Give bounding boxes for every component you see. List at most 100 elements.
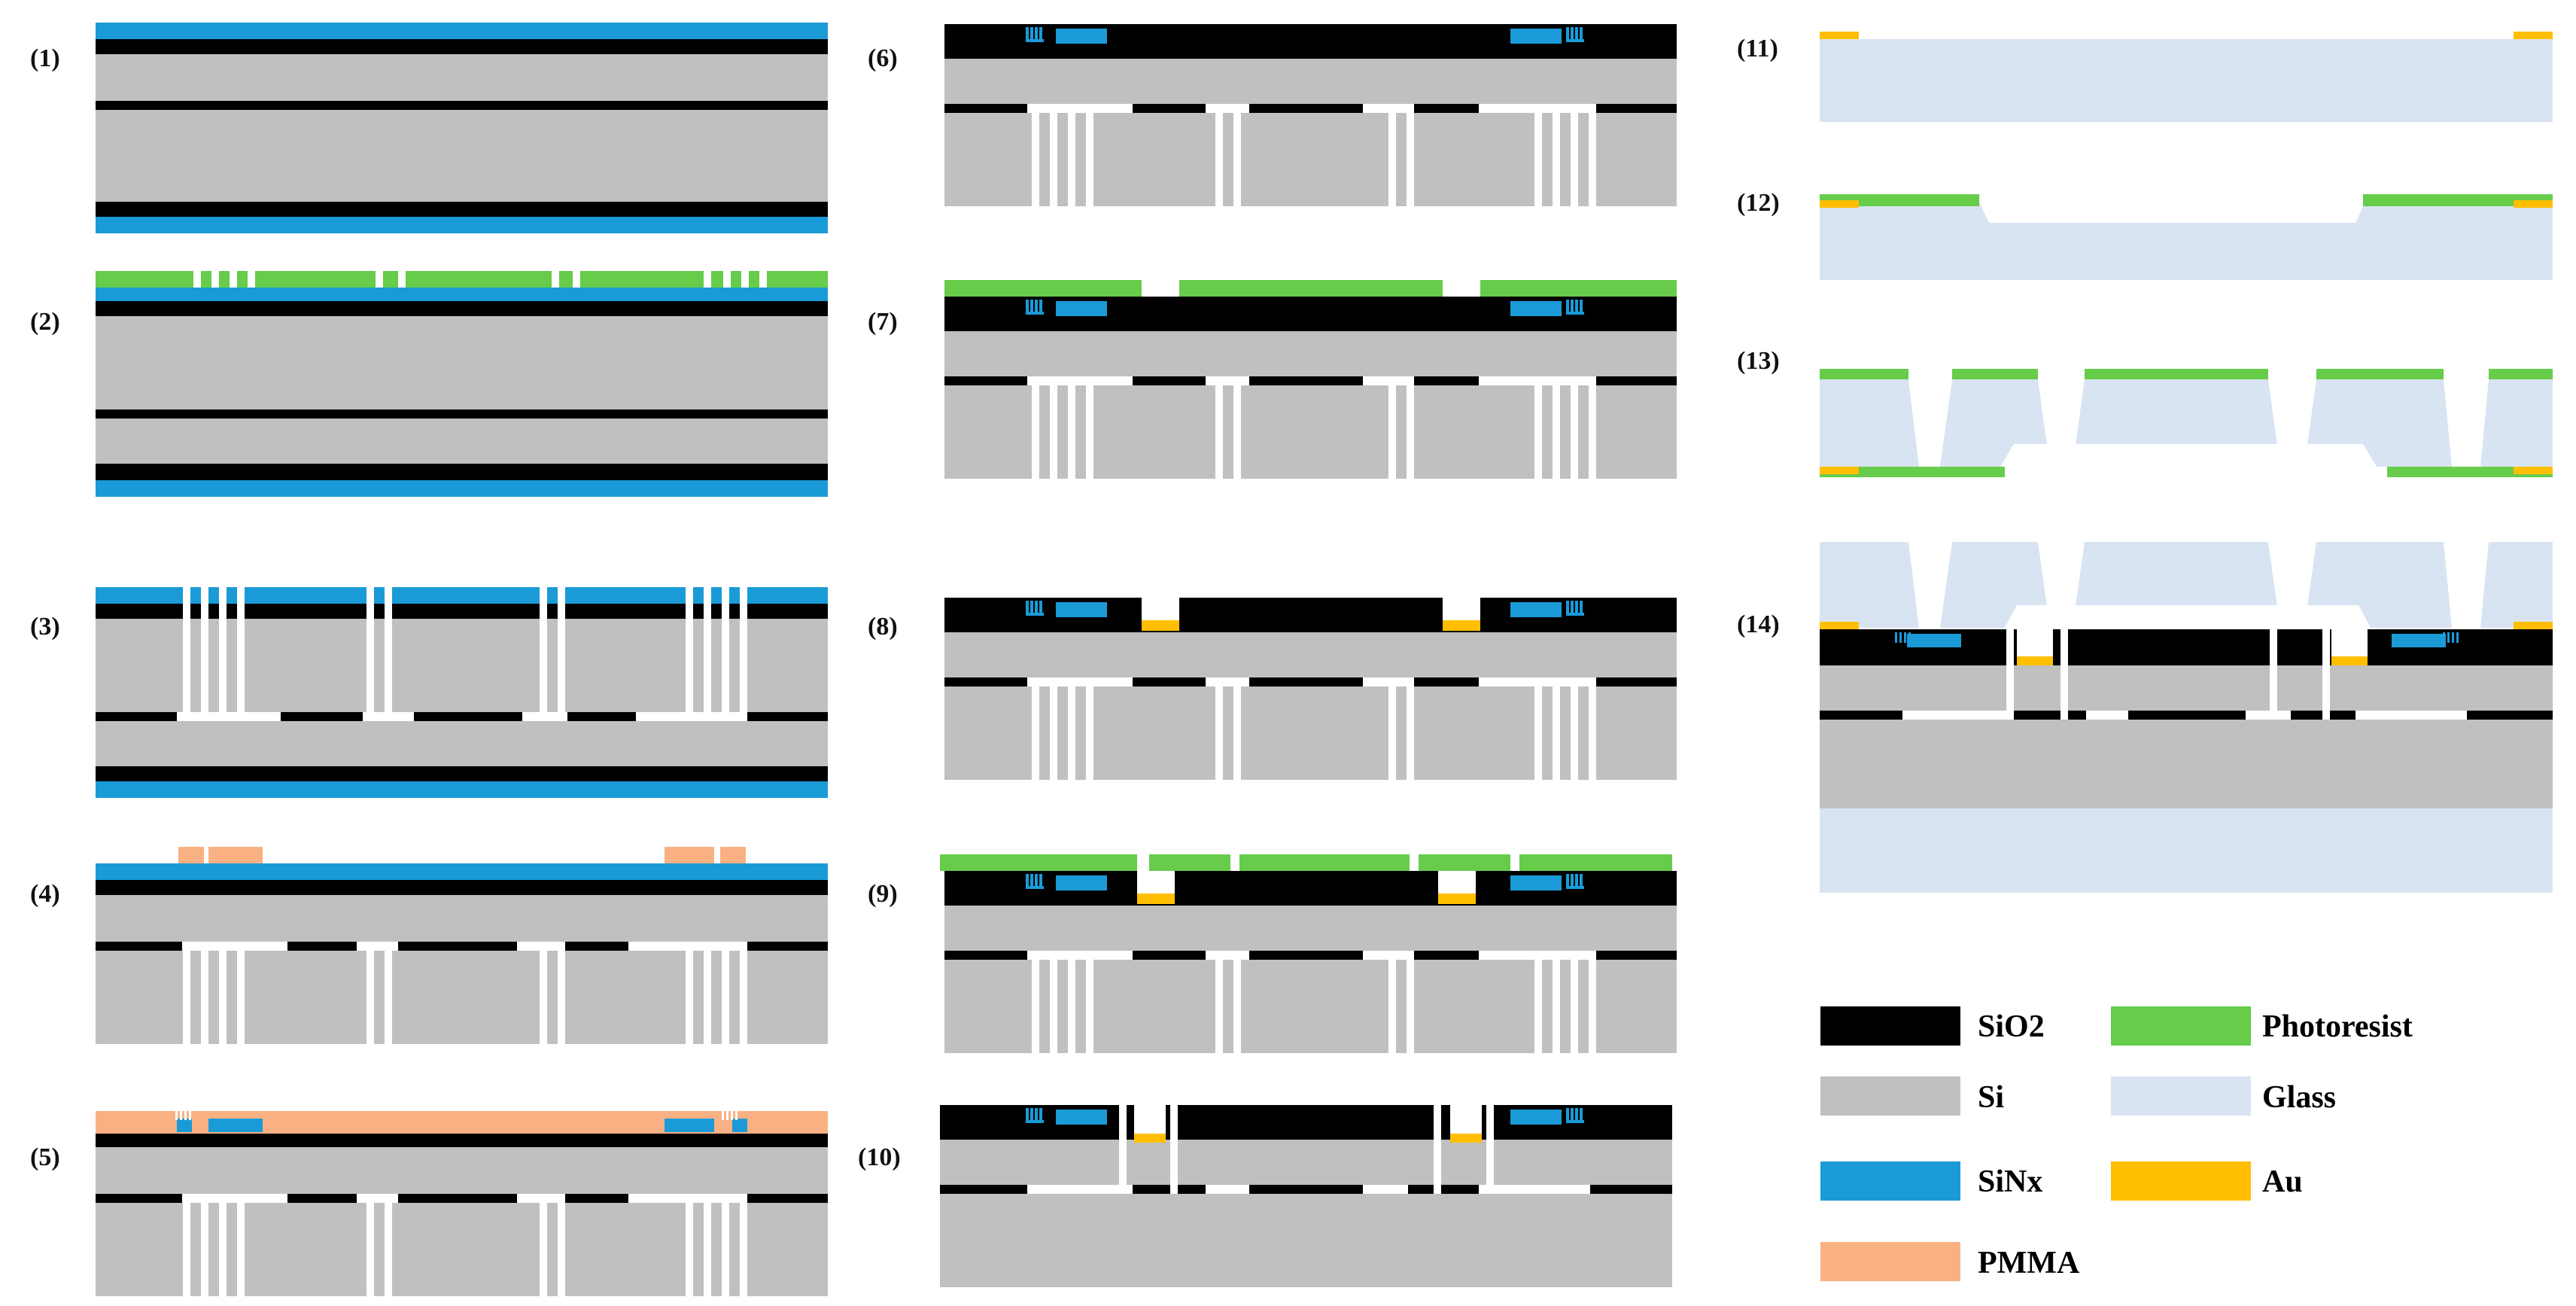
comb-finger [1035,27,1038,39]
sinx-device [1056,29,1107,44]
trench [1388,951,1396,1053]
trench [1571,677,1578,780]
photoresist-layer [96,271,828,288]
release-gap [2270,629,2277,720]
cavity [517,942,558,951]
au-pad [2514,467,2553,474]
comb-finger [1026,1108,1029,1120]
trench [201,1194,208,1296]
si-layer [944,632,1677,677]
sinx-device [1510,1110,1562,1125]
step-label-13: (13) [1737,347,1780,375]
photoresist-layer [940,854,1137,871]
comb-finger [175,1108,178,1120]
sinx-feature [177,1119,192,1132]
si-layer [96,1147,828,1194]
comb-finger [1039,300,1042,312]
comb-base [1026,39,1044,42]
cavity [177,712,281,721]
au-pad [2514,32,2553,39]
resist-opening [759,271,767,288]
comb-finger [1895,632,1897,643]
trench [183,942,190,1044]
comb-finger [1580,1108,1583,1120]
trench [385,1194,392,1296]
trench [1233,376,1241,479]
comb-finger [1575,1108,1578,1120]
sinx-device [1510,602,1562,617]
sinx-feature [665,1119,714,1132]
au-pad [2331,656,2368,665]
au-pad [1443,620,1480,631]
photoresist-layer [2316,369,2444,379]
comb-finger [180,1108,182,1120]
pmma-pad [178,847,204,863]
trench [385,587,392,721]
opening [2331,629,2368,656]
si-layer [944,59,1677,104]
trench [1032,677,1039,780]
sio2-layer [96,409,828,419]
trench [1571,104,1578,206]
cavity [1027,104,1133,113]
trench [722,587,729,721]
step-label-1: (1) [30,44,60,72]
au-pad [1820,622,1859,629]
recess [2000,444,2377,467]
trench [219,1194,227,1296]
comb-finger [1035,1108,1038,1120]
trench [540,1194,547,1296]
legend-label-sio2: SiO2 [1978,1009,2045,1044]
trench [1068,104,1075,206]
legend-swatch-sinx [1820,1161,1960,1201]
trench [201,587,208,721]
trench [1233,951,1241,1053]
trench [1068,376,1075,479]
trench [1215,376,1223,479]
trench [740,1194,747,1296]
opening [1142,598,1179,620]
comb-finger [1575,27,1578,39]
si-layer [1820,720,2553,808]
photoresist-layer [1820,467,2005,477]
comb-finger [1575,300,1578,312]
comb-finger [1030,601,1033,613]
trench [540,587,547,721]
cavity [2356,711,2467,720]
au-pad [1450,1134,1482,1143]
comb-finger [2443,632,2445,643]
legend-swatch-photoresist [2111,1006,2251,1046]
si-layer [96,895,828,942]
sinx-device [1056,602,1107,617]
photoresist-layer [1149,854,1230,871]
comb-finger [1575,874,1578,886]
au-pad [1820,467,1859,474]
trench [237,1194,245,1296]
comb-finger [1571,601,1574,613]
step-label-9: (9) [868,880,898,908]
trench [1589,376,1596,479]
legend-swatch-sio2 [1820,1006,1960,1046]
sinx-device [1056,301,1107,316]
cavity [628,1194,740,1203]
trench [1032,376,1039,479]
comb-finger [1035,300,1038,312]
comb-finger [1571,1108,1574,1120]
trench [1553,677,1560,780]
trench [1407,951,1414,1053]
comb-finger [1030,300,1033,312]
trench [1589,951,1596,1053]
cavity [1363,376,1408,385]
comb-finger [1899,632,1902,643]
release-gap [2322,629,2330,720]
cavity [1027,677,1133,686]
trench [740,587,747,721]
photoresist-layer [2387,467,2553,477]
trench [1233,104,1241,206]
comb-finger [1030,27,1033,39]
legend-label-glass: Glass [2262,1080,2336,1115]
comb-finger [1030,1108,1033,1120]
sinx-layer [96,587,828,604]
trench [1215,951,1223,1053]
